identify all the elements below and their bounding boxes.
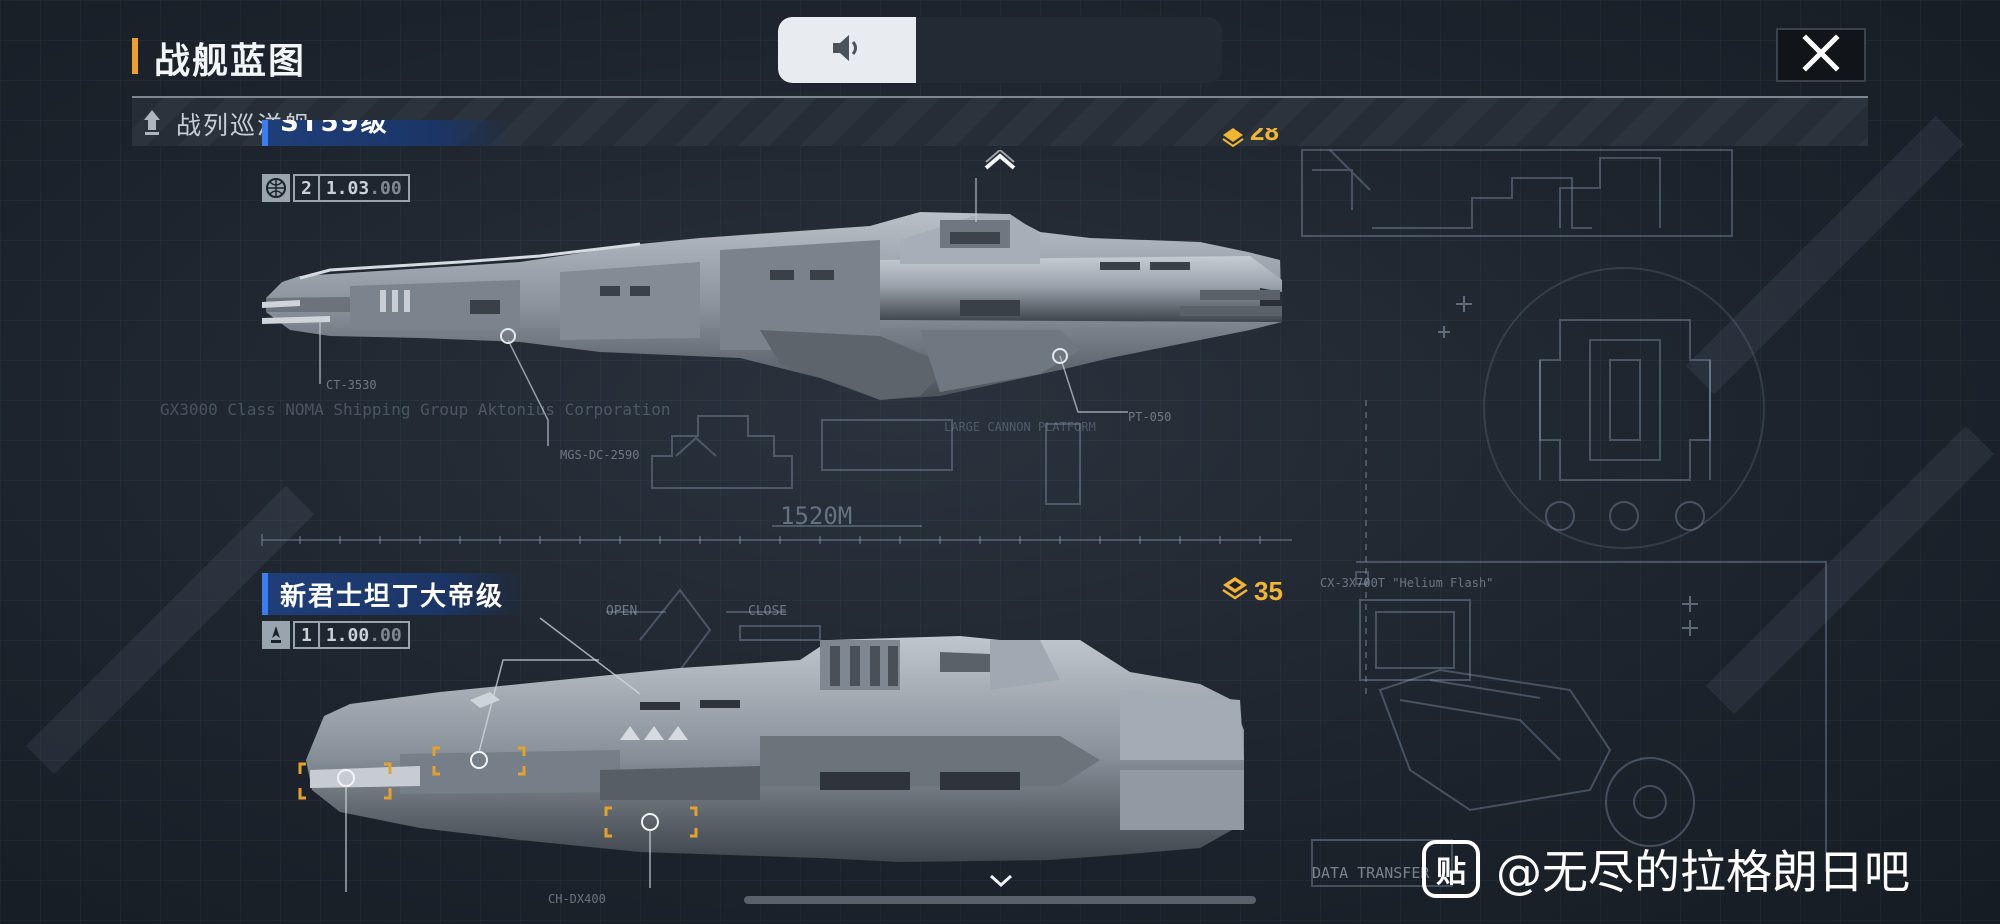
data-transfer-label: DATA TRANSFER	[1312, 864, 1430, 882]
close-label: CLOSE	[748, 604, 788, 619]
chevron-down-icon	[988, 874, 1014, 893]
ship-2-cost-value: 35	[1254, 576, 1283, 606]
ship-1-name: ST59级	[280, 120, 389, 138]
ship-2-spec: 1 1.00.00	[262, 621, 410, 649]
title-accent-bar	[132, 38, 138, 74]
sound-control[interactable]	[778, 17, 1222, 83]
cost-chip-icon	[1222, 576, 1248, 607]
cost-chip-icon	[1222, 128, 1244, 148]
part-label-a: CT-3530	[326, 378, 377, 392]
blueprint-caption: GX3000 Class NOMA Shipping Group Aktoniu…	[160, 400, 671, 419]
part-label-c: PT-050	[1128, 410, 1172, 424]
header-divider	[132, 96, 1868, 98]
ship-2-spec-value: 1.00.00	[319, 621, 410, 649]
ship-2-name-banner[interactable]: 新君士坦丁大帝级	[262, 573, 524, 615]
ship-1-cost: 28	[1222, 128, 1279, 148]
banner-highlight	[262, 573, 268, 615]
rank-chevron-icon	[142, 108, 162, 140]
close-icon	[1801, 33, 1841, 77]
part-label-b: MGS-DC-2590	[560, 448, 640, 462]
tieba-logo: 贴	[1422, 840, 1480, 898]
banner-highlight	[262, 120, 268, 146]
horizontal-scrollbar[interactable]	[744, 896, 1256, 904]
page-title: 战舰蓝图	[154, 41, 307, 82]
ship-2-spec-index: 1	[293, 621, 320, 649]
ship-1-spec-index: 2	[293, 174, 320, 202]
ship-class-icon	[262, 621, 290, 649]
ship-1-spec-value: 1.03.00	[319, 174, 410, 202]
ship-1-name-banner[interactable]: ST59级	[262, 120, 512, 146]
ship-2-name: 新君士坦丁大帝级	[280, 582, 505, 612]
chevron-up-icon	[983, 148, 1017, 176]
ship-2-cost: 35	[1222, 576, 1283, 607]
speaker-icon	[830, 33, 864, 67]
scroll-up-button[interactable]	[983, 148, 1017, 176]
close-button[interactable]	[1776, 28, 1866, 82]
gun-label-a: CX-3X700T "Helium Flash"	[1320, 576, 1494, 590]
globe-icon	[262, 174, 290, 202]
sound-toggle-button[interactable]	[778, 17, 916, 83]
ship-1-spec: 2 1.03.00	[262, 174, 410, 202]
gun-label-b: CH-DX400	[548, 892, 606, 906]
platform-caption: LARGE CANNON PLATFORM	[944, 420, 1096, 434]
scroll-down-button[interactable]	[988, 873, 1014, 893]
length-label: 1520M	[780, 502, 853, 530]
watermark-text: @无尽的拉格朗日吧	[1496, 845, 1910, 899]
ship-1-cost-value: 28	[1250, 128, 1279, 146]
watermark: 贴 @无尽的拉格朗日吧	[1422, 836, 1910, 902]
open-label: OPEN	[606, 604, 638, 619]
